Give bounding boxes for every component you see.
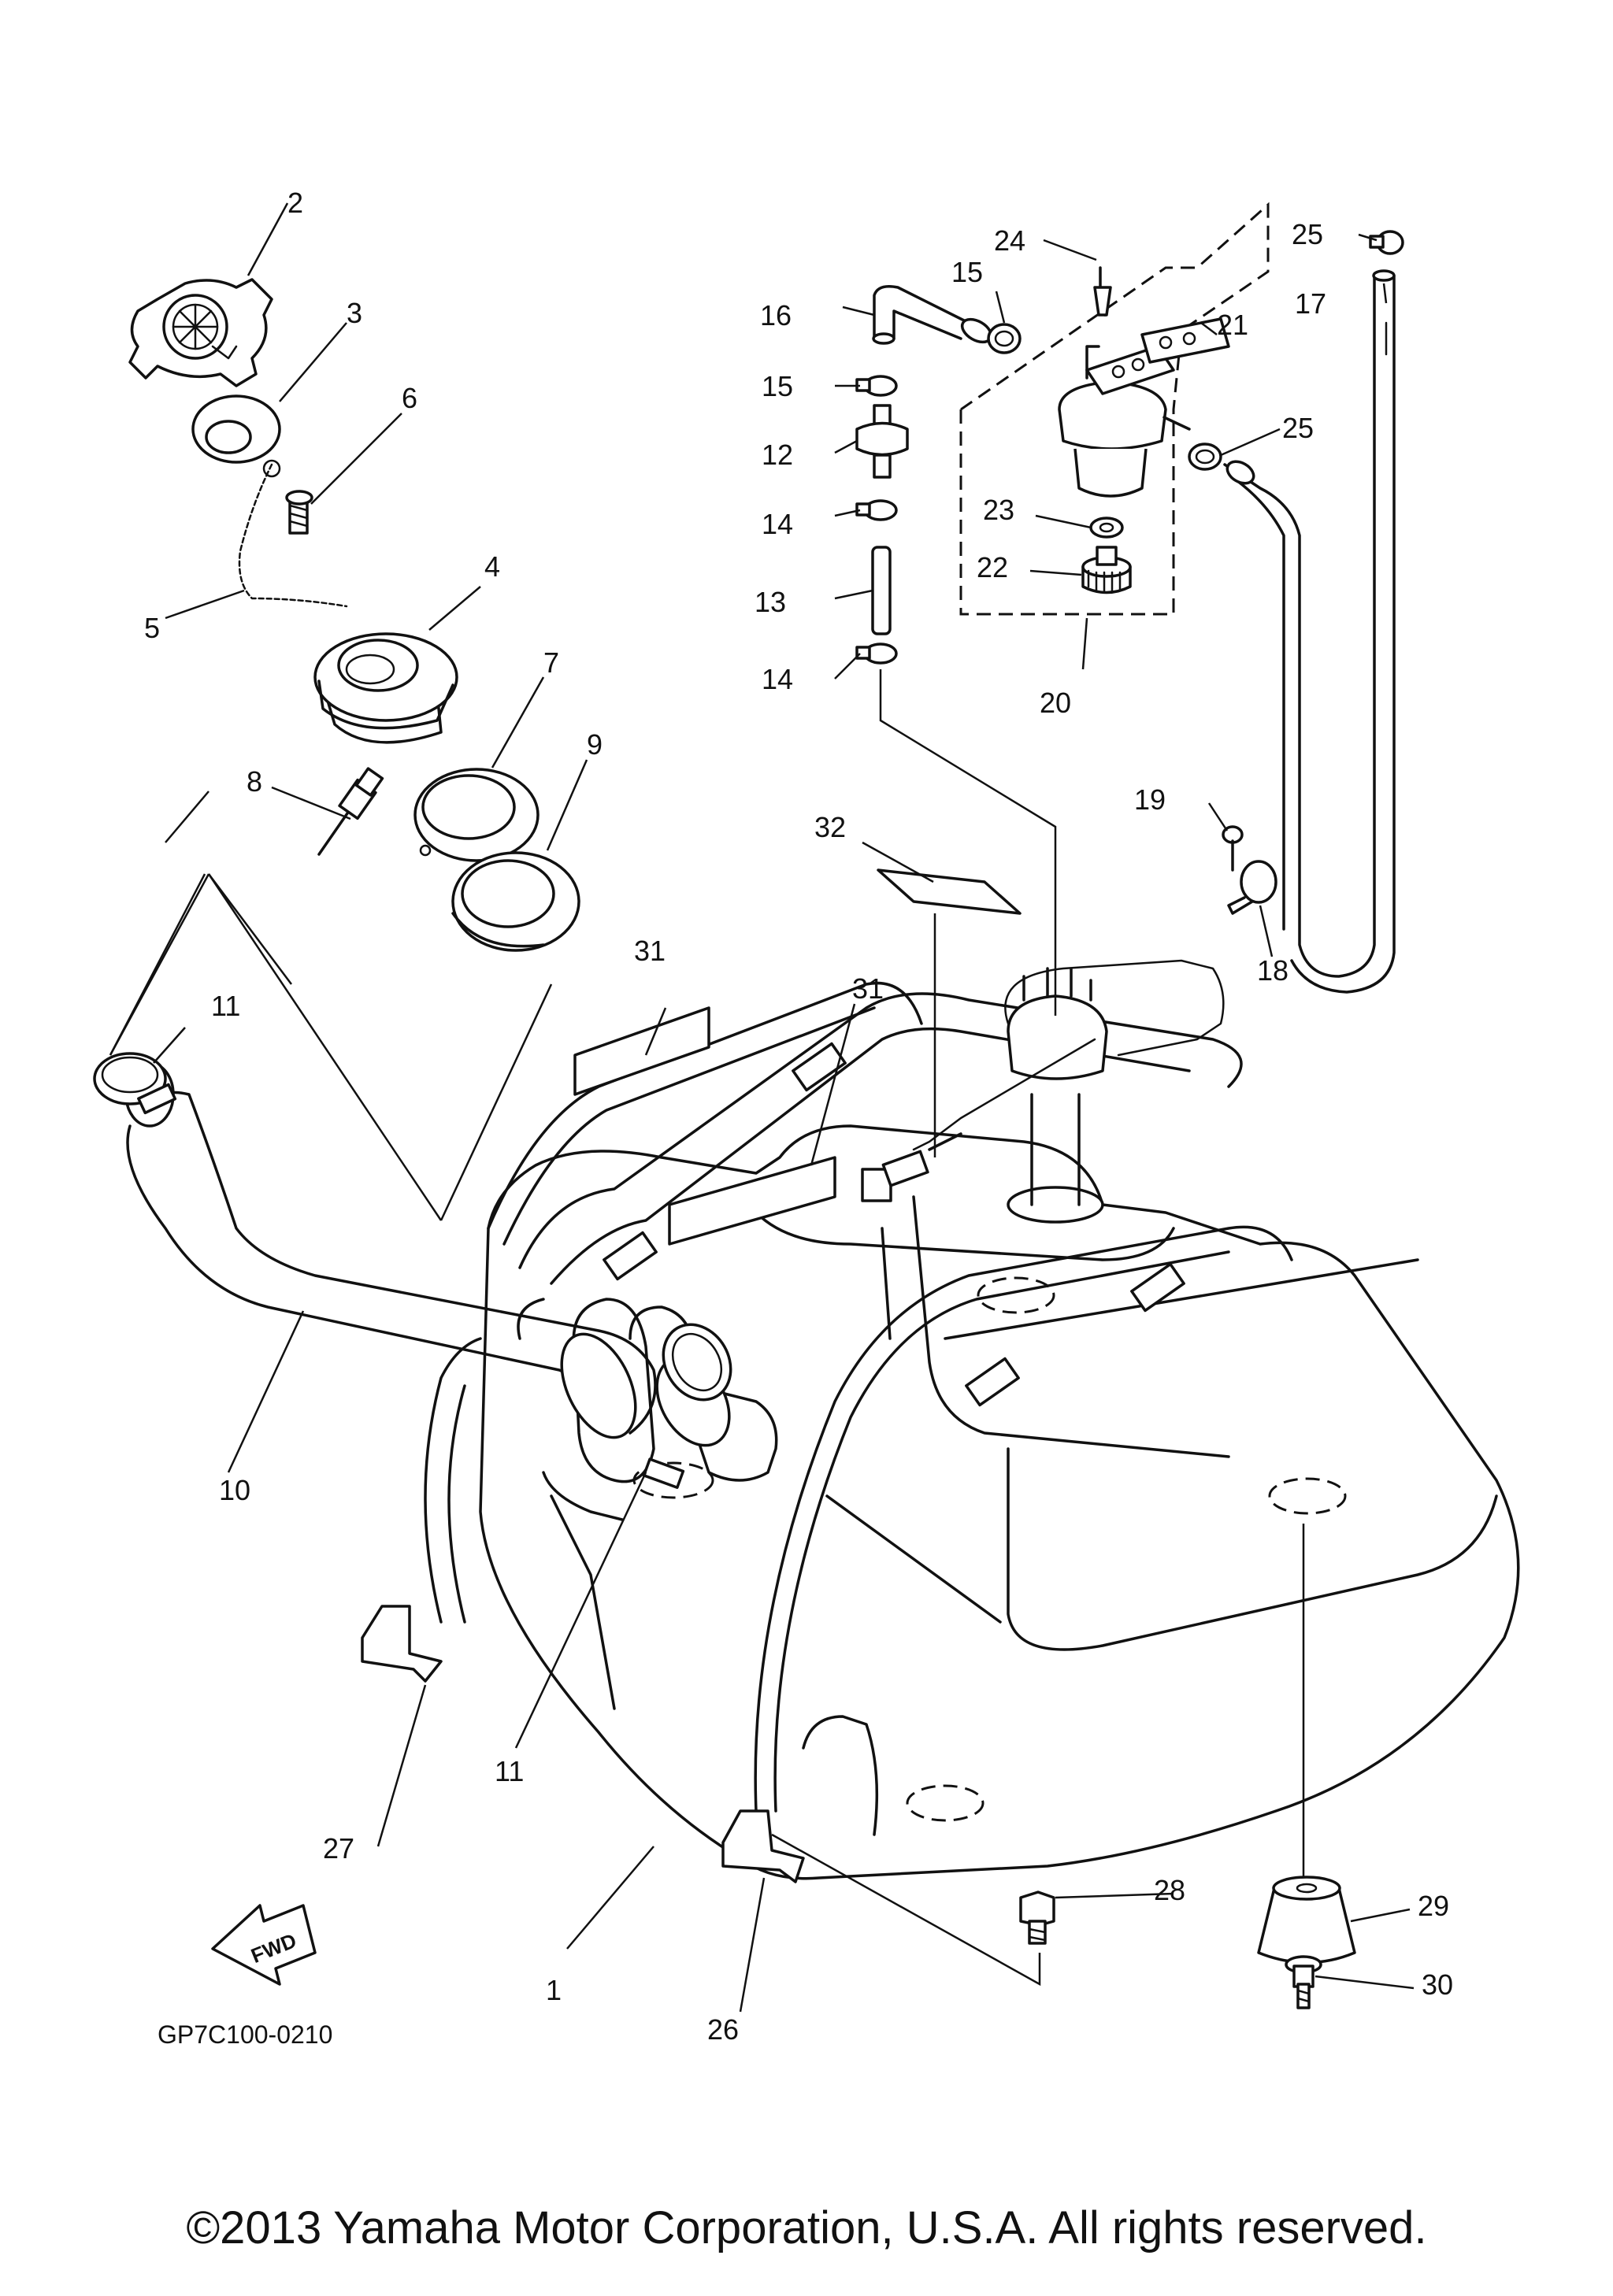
callout-28: 28 (1154, 1874, 1185, 1906)
callout-31-lower: 31 (852, 972, 884, 1005)
fuel-pump (1058, 345, 1191, 498)
cap-gasket (191, 394, 281, 464)
screw-6 (285, 490, 313, 535)
filter-12 (855, 404, 909, 479)
hose-13 (871, 546, 892, 635)
callout-16: 16 (760, 299, 792, 331)
clip-14-lower (855, 643, 898, 665)
callout-27: 27 (323, 1832, 354, 1865)
callout-19: 19 (1134, 783, 1166, 816)
callout-numbers: 1 2 3 4 5 6 7 8 9 10 11 11 12 13 14 14 1… (144, 187, 1453, 2046)
fwd-arrow-icon: FWD (211, 1904, 317, 1986)
clip-25-lower (1188, 443, 1222, 471)
hose-16 (872, 285, 993, 345)
leader-lines (153, 202, 1415, 2013)
clamp-18 (1227, 860, 1277, 915)
callout-12: 12 (762, 439, 793, 471)
clip-14-upper (855, 499, 898, 521)
callout-21: 21 (1217, 309, 1248, 341)
callout-32: 32 (814, 811, 846, 843)
copyright-notice: ©2013 Yamaha Motor Corporation, U.S.A. A… (186, 2202, 1427, 2253)
fuel-tank (361, 959, 1520, 1883)
callout-8: 8 (247, 765, 262, 798)
cap-chain (238, 459, 348, 608)
callout-2: 2 (287, 187, 303, 219)
callout-29: 29 (1418, 1890, 1449, 1922)
callout-23: 23 (983, 494, 1014, 526)
callout-3: 3 (347, 297, 362, 329)
callout-14-lower: 14 (762, 663, 793, 695)
callout-31-upper: 31 (634, 935, 666, 967)
clip-25-upper (1369, 230, 1404, 255)
callout-22: 22 (977, 551, 1008, 583)
clip-15-upper (987, 323, 1022, 354)
ring-9 (451, 851, 580, 952)
callout-10: 10 (219, 1474, 250, 1506)
drain-plug-22 (1081, 546, 1132, 594)
vent-hose-17 (1223, 269, 1396, 994)
label-32 (877, 868, 1022, 915)
screw-19 (1222, 825, 1244, 872)
callout-1: 1 (546, 1974, 562, 2006)
screw-24 (1093, 266, 1112, 317)
callout-17: 17 (1295, 287, 1326, 320)
bolt-30 (1285, 1955, 1322, 2009)
callout-30: 30 (1422, 1968, 1453, 2001)
vent-fitting-8 (317, 767, 384, 856)
callout-15-upper: 15 (951, 256, 983, 288)
callout-15-lower: 15 (762, 370, 793, 402)
hose-clamp-lower (642, 1323, 732, 1489)
callout-11-lower: 11 (495, 1755, 524, 1787)
filler-neck (313, 632, 458, 744)
damper-29 (1257, 1876, 1356, 1965)
pump-bracket-21 (1140, 317, 1230, 364)
callout-6: 6 (402, 382, 417, 414)
callout-25-lower: 25 (1282, 412, 1314, 444)
callout-7: 7 (543, 646, 559, 679)
gasket-7 (413, 768, 540, 862)
filler-hose (124, 1061, 657, 1439)
callout-5: 5 (144, 612, 160, 644)
callout-9: 9 (587, 728, 603, 761)
callout-14-upper: 14 (762, 508, 793, 540)
callout-25-upper: 25 (1292, 218, 1323, 250)
callout-24: 24 (994, 224, 1025, 257)
pump-assembly-box (959, 202, 1270, 616)
callout-13: 13 (755, 586, 786, 618)
callout-4: 4 (484, 550, 500, 583)
washer-23 (1089, 517, 1124, 539)
filler-cap (128, 278, 273, 387)
callout-11-upper: 11 (211, 990, 240, 1022)
clip-15-lower (855, 375, 898, 397)
callout-26: 26 (707, 2013, 739, 2046)
callout-18: 18 (1257, 954, 1289, 987)
bolt-28 (1019, 1890, 1055, 1945)
hose-clamp-upper (93, 1052, 177, 1115)
callout-20: 20 (1040, 687, 1071, 719)
diagram-code: GP7C100-0210 (158, 2020, 332, 2049)
